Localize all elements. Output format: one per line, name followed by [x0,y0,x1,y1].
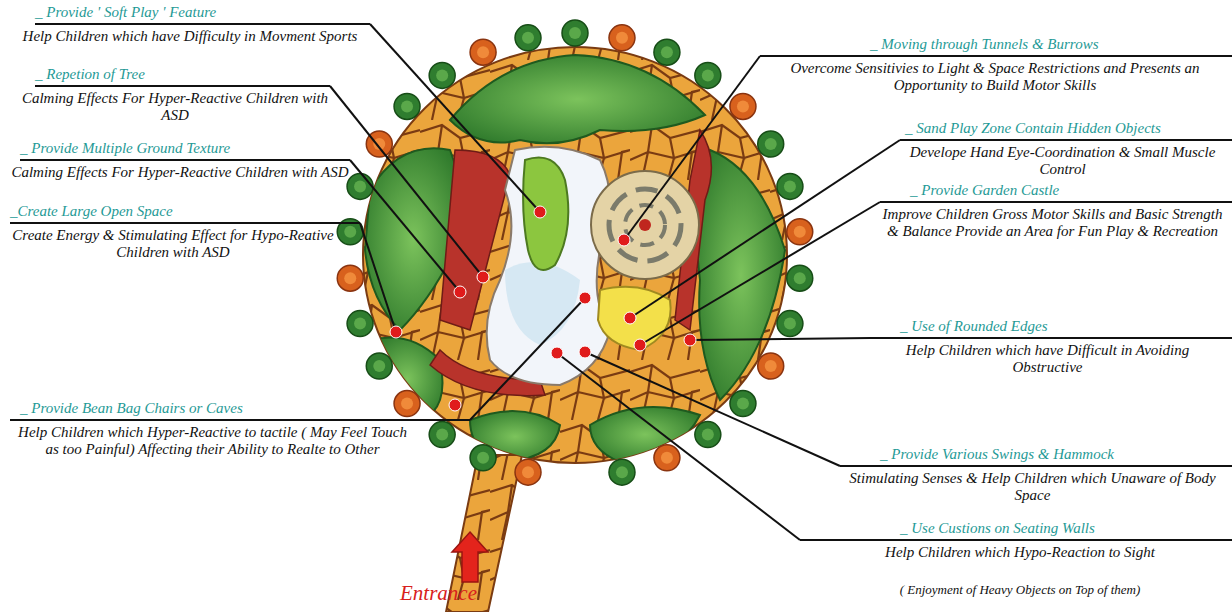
entrance-label: Entrance [400,585,477,602]
entrance-arrow [452,532,488,582]
tree [787,219,813,245]
callout-heading: _Create Large Open Space [10,203,173,220]
tree [347,173,373,199]
callout-text: Calming Effects For Hyper-Reactive Child… [10,164,350,181]
callout-heading: _ Provide Multiple Ground Texture [20,140,230,157]
callout-text: Stimulating Senses & Help Children which… [840,470,1225,504]
callout-text: Overcome Sensitivies to Light & Space Re… [780,60,1210,94]
callout-heading: _ Provide Various Swings & Hammock [880,446,1114,463]
tree [515,459,541,485]
callout-heading: _ Provide Garden Castle [910,182,1059,199]
callout-text: Calming Effects For Hyper-Reactive Child… [10,90,340,124]
tree [394,391,420,417]
paved-ground [363,47,787,463]
tree [609,25,635,51]
callout-lines [10,24,1232,540]
tree [787,265,813,291]
tree [654,445,680,471]
tree [730,391,756,417]
tree [470,445,496,471]
callout-text: Develope Hand Eye-Coordination & Small M… [900,144,1225,178]
tree [758,131,784,157]
tree [515,25,541,51]
callout-heading: _ Provide Bean Bag Chairs or Caves [20,400,243,417]
tree [730,93,756,119]
callout-text: Create Energy & Stimulating Effect for H… [8,227,338,261]
tree [695,62,721,88]
tree [654,39,680,65]
open-space-shade [505,262,580,345]
callout-heading: _ Moving through Tunnels & Burrows [870,36,1099,53]
callout-text: Improve Children Gross Motor Skills and … [880,206,1225,240]
tree [337,265,363,291]
tree [394,93,420,119]
tree [609,459,635,485]
tree [777,173,803,199]
callout-text: Help Children which Hyper-Reactive to ta… [10,424,415,458]
callout-heading: _ Provide ' Soft Play ' Feature [35,4,216,21]
callout-text: Help Children which have Difficulty in M… [10,28,370,45]
sand-play [598,287,671,350]
open-space [487,147,610,385]
callout-dots [390,206,696,411]
tree [429,422,455,448]
tree [777,311,803,337]
callout-heading: _ Use of Rounded Edges [900,318,1047,335]
callout-text: Help Children which have Difficult in Av… [870,342,1225,376]
tree [758,353,784,379]
tree [366,353,392,379]
callout-heading: _ Repetion of Tree [35,66,145,83]
tree [347,311,373,337]
soft-play [523,158,568,271]
callout-note: ( Enjoyment of Heavy Objects on Top of t… [820,582,1220,597]
tree [429,62,455,88]
callout-text: Help Children which Hypo-Reaction to Sig… [820,544,1220,561]
tunnels-burrows [591,171,699,279]
tree [695,422,721,448]
tree [562,20,588,46]
callout-heading: _ Use Custions on Seating Walls [900,520,1095,537]
tree-ring [337,20,813,485]
tree [470,39,496,65]
callout-heading: _ Sand Play Zone Contain Hidden Objects [905,120,1161,137]
